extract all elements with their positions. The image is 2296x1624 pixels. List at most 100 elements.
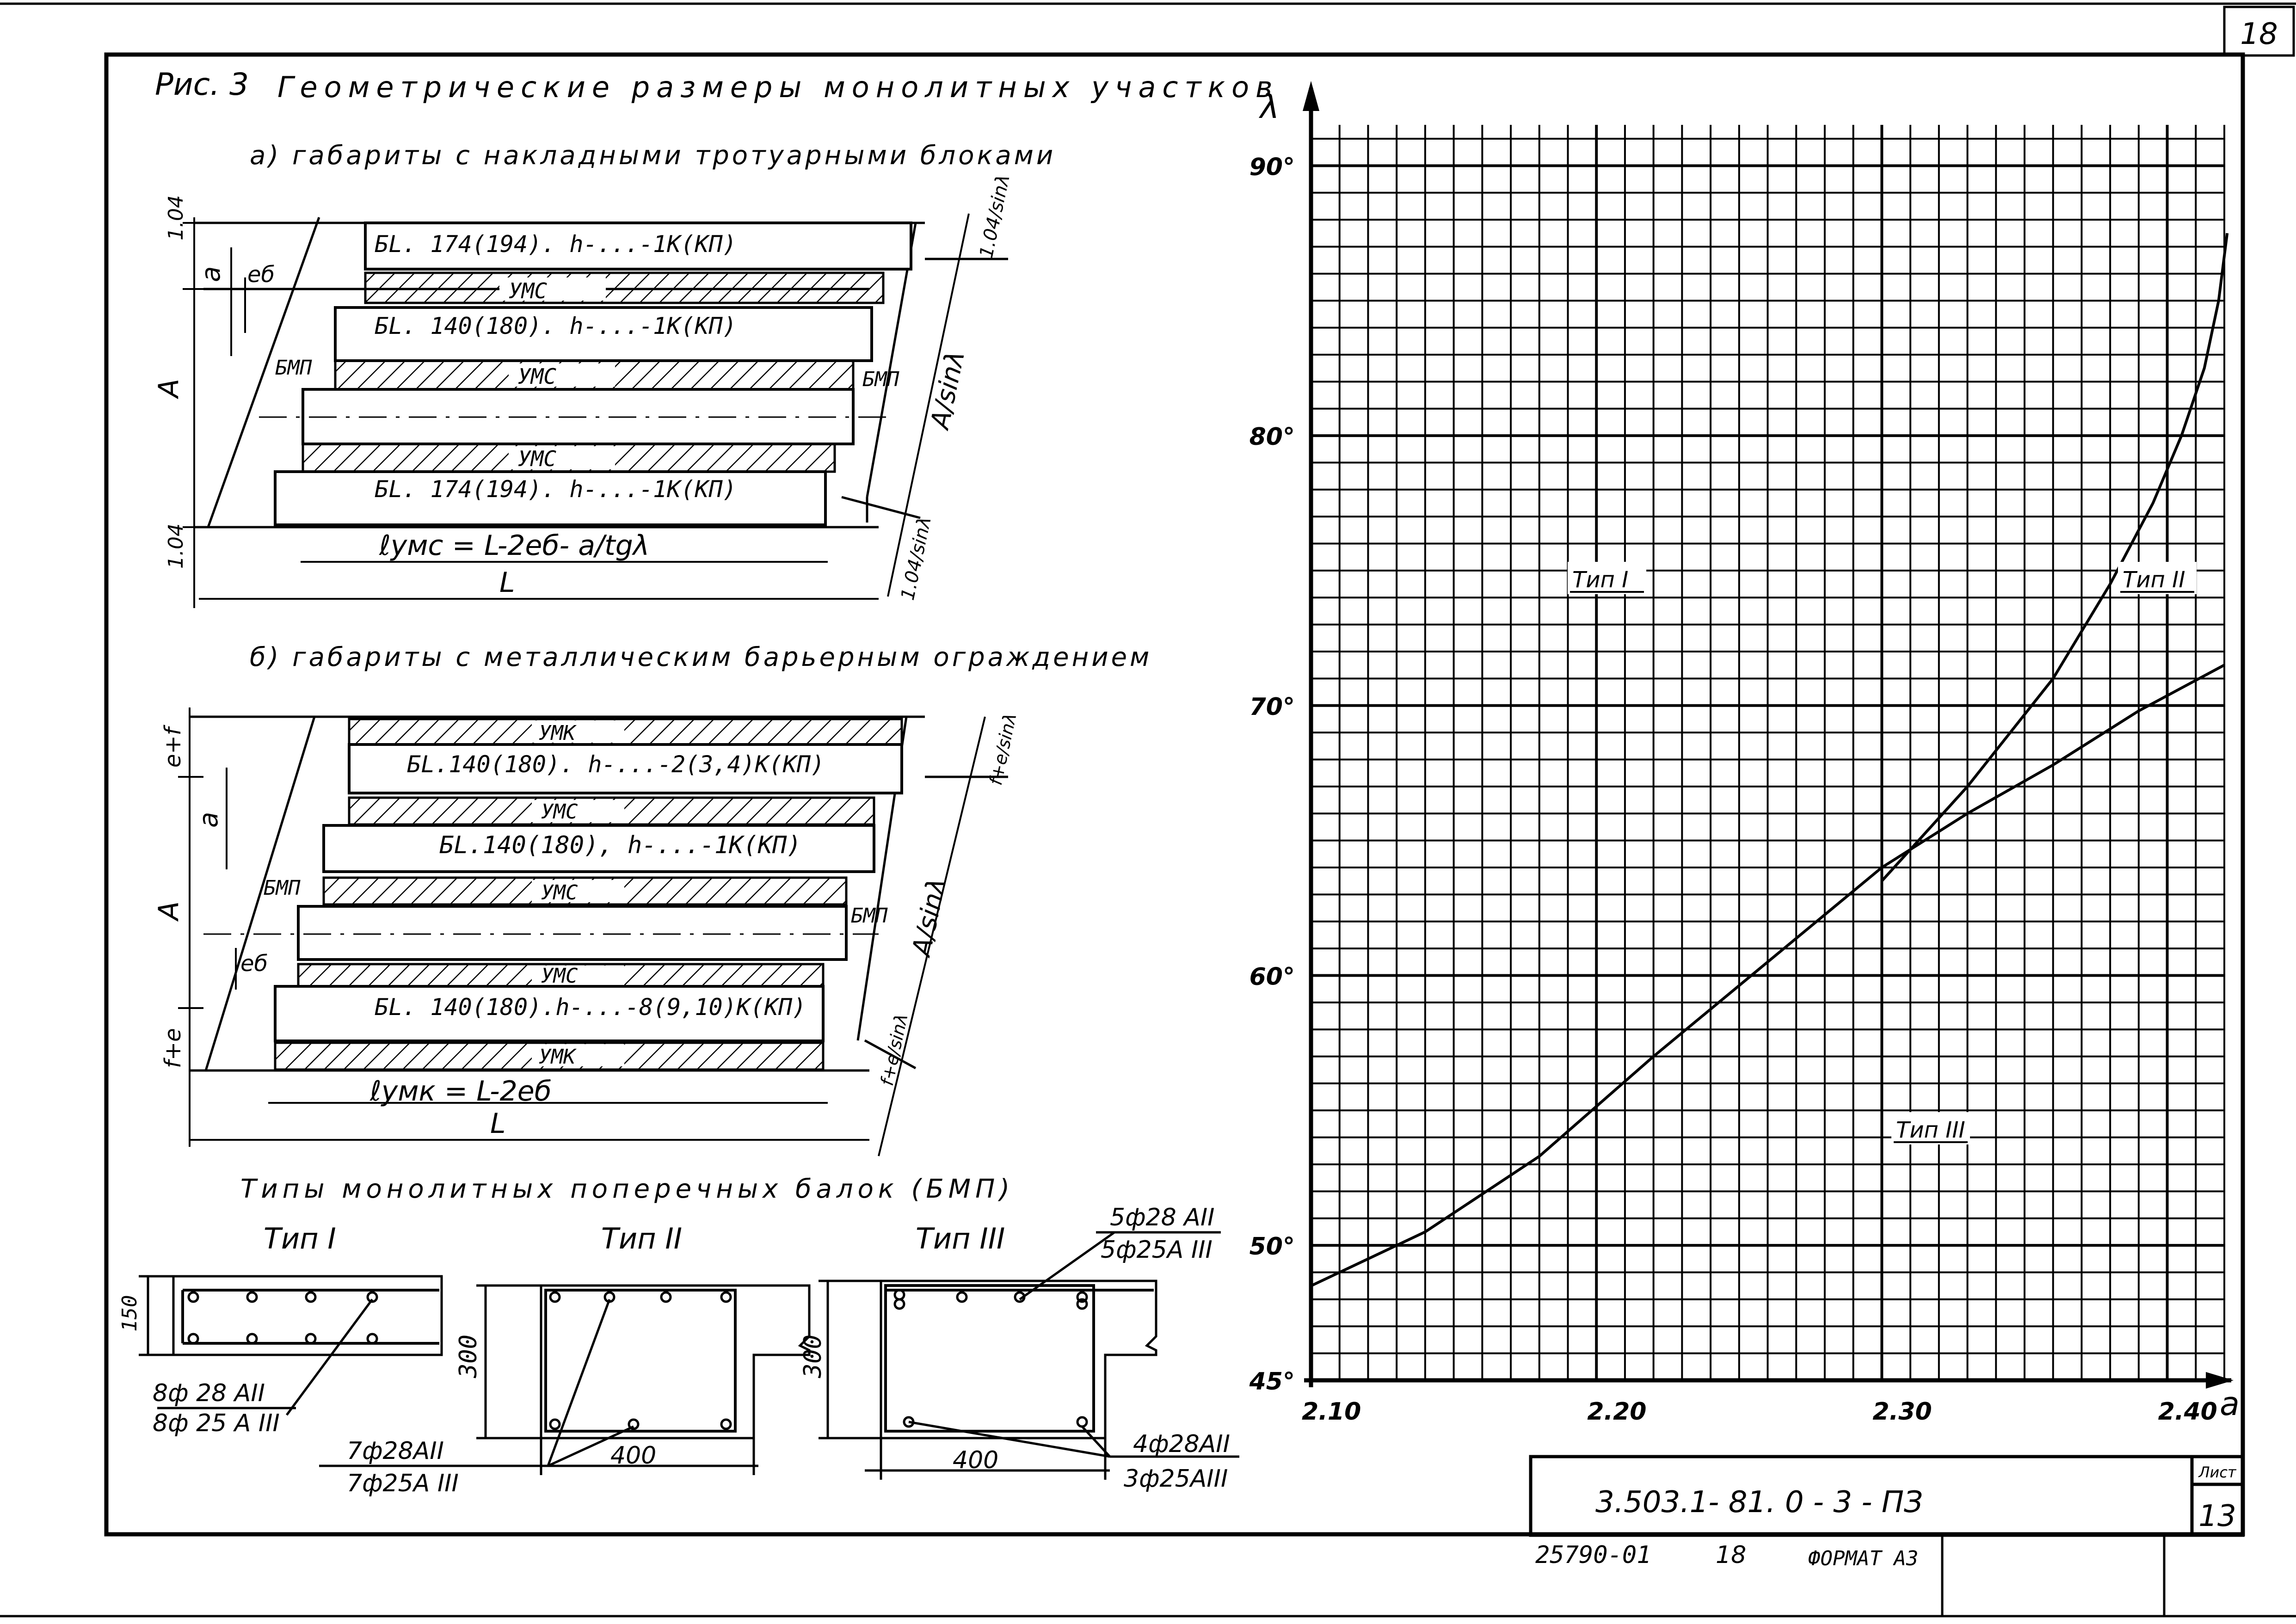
y-tick-label: 50° xyxy=(1250,1233,1295,1261)
section-a-dim-A: А xyxy=(153,379,185,400)
section-a-dim-a: а xyxy=(196,266,226,282)
y-tick-label: 70° xyxy=(1250,693,1295,721)
section-b-dim-A: А xyxy=(153,901,185,922)
series-label-1: Тип I xyxy=(1572,567,1628,593)
section-b-caption: б) габариты с металлическим барьерным ог… xyxy=(250,642,1152,672)
y-tick-label: 80° xyxy=(1250,423,1295,451)
x-tick-label: 2.10 xyxy=(1302,1398,1361,1426)
section-b-block-1 xyxy=(348,743,903,794)
section-b-beam-label-left: БМП xyxy=(264,876,301,900)
beam-type-2-section xyxy=(319,1284,811,1475)
figure-title-text: Геометрические размеры монолитных участк… xyxy=(277,70,1279,104)
y-tick-label: 90° xyxy=(1250,153,1295,181)
series-line-3 xyxy=(1310,664,2225,1287)
section-a-ums-2-label: УМС xyxy=(518,364,556,389)
x-tick-label: 2.30 xyxy=(1872,1398,1932,1426)
section-b-block-2-label: БL.140(180), h-...-1К(КП) xyxy=(439,831,801,859)
beam-type-2-width: 400 xyxy=(610,1442,656,1470)
beam-types: Типы монолитных поперечных балок (БМП) Т… xyxy=(118,1174,1239,1497)
beam-type-3-section xyxy=(819,1231,1239,1480)
corner-page-number: 18 xyxy=(2240,17,2278,51)
section-b-dim-bottom: f+е xyxy=(160,1028,186,1068)
beam-type-3-label: Тип III xyxy=(916,1222,1005,1255)
chart-axes xyxy=(1303,81,2234,1389)
beam-type-1-label: Тип I xyxy=(264,1222,336,1255)
section-a-block-3-label: БL. 174(194). h-...-1К(КП) xyxy=(375,476,737,503)
beam-types-caption: Типы монолитных поперечных балок (БМП) xyxy=(240,1174,1014,1204)
series-label-2: Тип II xyxy=(2123,567,2185,593)
beam-type-1-rebar-top: 8ф 28 АII xyxy=(153,1379,265,1407)
section-b-beam-label-right: БМП xyxy=(851,904,888,928)
section-a-block-1-label: БL. 174(194). h-...-1К(КП) xyxy=(375,231,737,258)
beam-type-3-rebar-bot2: 3ф25АIII xyxy=(1124,1465,1228,1493)
section-b-ums-3-label: УМС xyxy=(541,964,578,988)
title-block-code: 3.503.1- 81. 0 - 3 - ПЗ xyxy=(1595,1485,1923,1519)
y-axis-label: λ xyxy=(1258,88,1279,126)
section-a-ums-1 xyxy=(364,271,885,304)
section-a-block-1 xyxy=(364,221,912,271)
section-a-dim-top: 1.04 xyxy=(164,195,188,240)
section-b-formula: ℓумк = L-2еб xyxy=(369,1075,552,1107)
series-label-bg xyxy=(1891,1112,1970,1144)
chart-grid xyxy=(1310,125,2225,1381)
section-a-ums-1-label: УМС xyxy=(509,278,547,303)
section-a-beam-label-left: БМП xyxy=(275,356,312,380)
section-b-umk-top-label: УМК xyxy=(539,721,577,745)
beam-type-3-rebar-bot1: 4ф28АII xyxy=(1133,1430,1230,1458)
section-b-block-1-label: БL.140(180). h-...-2(3,4)К(КП) xyxy=(407,751,825,778)
section-b-dim-right-mid: А/sinλ xyxy=(906,875,952,960)
section-b-dim-eb: еб xyxy=(240,951,268,977)
x-axis-arrow xyxy=(2206,1372,2234,1389)
x-tick-label: 2.40 xyxy=(2158,1398,2217,1426)
section-b-umk-top xyxy=(348,718,903,746)
section-a-ums-3-label: УМС xyxy=(518,446,556,471)
title-block-sheet-label: Лист xyxy=(2198,1464,2236,1481)
section-b-dim-L: L xyxy=(490,1107,505,1140)
beam-type-3-height: 300 xyxy=(799,1335,827,1378)
section-a-formula: ℓумс = L-2еб- а/tgλ xyxy=(379,529,649,562)
section-b-ums-1-label: УМС xyxy=(541,800,578,824)
section-b-block-3-label: БL. 140(180).h-...-8(9,10)К(КП) xyxy=(375,994,806,1021)
section-a-block-3 xyxy=(274,470,827,526)
section-a: а) габариты с накладными тротуарными бло… xyxy=(153,141,1056,608)
chart-series xyxy=(1310,233,2229,1287)
section-a-dim-L: L xyxy=(499,566,515,599)
section-b-dim-a: а xyxy=(194,812,224,828)
section-b-block-3 xyxy=(274,985,825,1042)
beam-type-1-height: 150 xyxy=(118,1295,142,1332)
x-tick-label: 2.20 xyxy=(1587,1398,1646,1426)
title-block xyxy=(1529,1455,2245,1537)
beam-type-1-rebar-bot: 8ф 25 А III xyxy=(153,1409,280,1437)
beam-type-3-rebar-top2: 5ф25А III xyxy=(1101,1236,1213,1264)
beam-type-1-section xyxy=(139,1275,443,1416)
section-a-left-dims xyxy=(183,217,246,608)
series-label-3: Тип III xyxy=(1896,1117,1965,1143)
section-a-caption: а) габариты с накладными тротуарными бло… xyxy=(250,141,1056,171)
beam-type-2-label: Тип II xyxy=(601,1222,682,1255)
series-line-2 xyxy=(1881,233,2229,882)
inventory-page: 18 xyxy=(1716,1541,1746,1569)
beam-type-2-rebar-top: 7ф28АII xyxy=(347,1437,444,1465)
format-label: ФОРМАТ А3 xyxy=(1808,1547,1918,1570)
beam-type-3-rebar-top1: 5ф28 АII xyxy=(1110,1204,1214,1231)
beam-type-2-height: 300 xyxy=(455,1335,482,1378)
section-b-dim-right-top: f+е/sinλ xyxy=(985,711,1021,787)
series-label-bg xyxy=(2118,562,2197,594)
figure-title: Рис. 3 Геометрические размеры монолитных… xyxy=(155,67,1279,104)
section-b-umk-bot-label: УМК xyxy=(539,1045,577,1069)
section-b: б) габариты с металлическим барьерным ог… xyxy=(153,642,1152,1156)
chart-labels: Тип I Тип II Тип III xyxy=(1568,562,2197,1144)
section-b-block-2 xyxy=(322,824,875,873)
inventory-number: 25790-01 xyxy=(1535,1541,1651,1569)
y-axis-arrow xyxy=(1303,81,1319,111)
figure-number: Рис. 3 xyxy=(155,67,249,102)
beam-type-3-width: 400 xyxy=(953,1446,998,1474)
section-b-block-mid xyxy=(297,905,848,961)
section-a-beam-label-right: БМП xyxy=(862,368,899,391)
section-b-dim-top: е+f xyxy=(160,725,186,768)
section-a-dim-eb: еб xyxy=(247,262,275,288)
